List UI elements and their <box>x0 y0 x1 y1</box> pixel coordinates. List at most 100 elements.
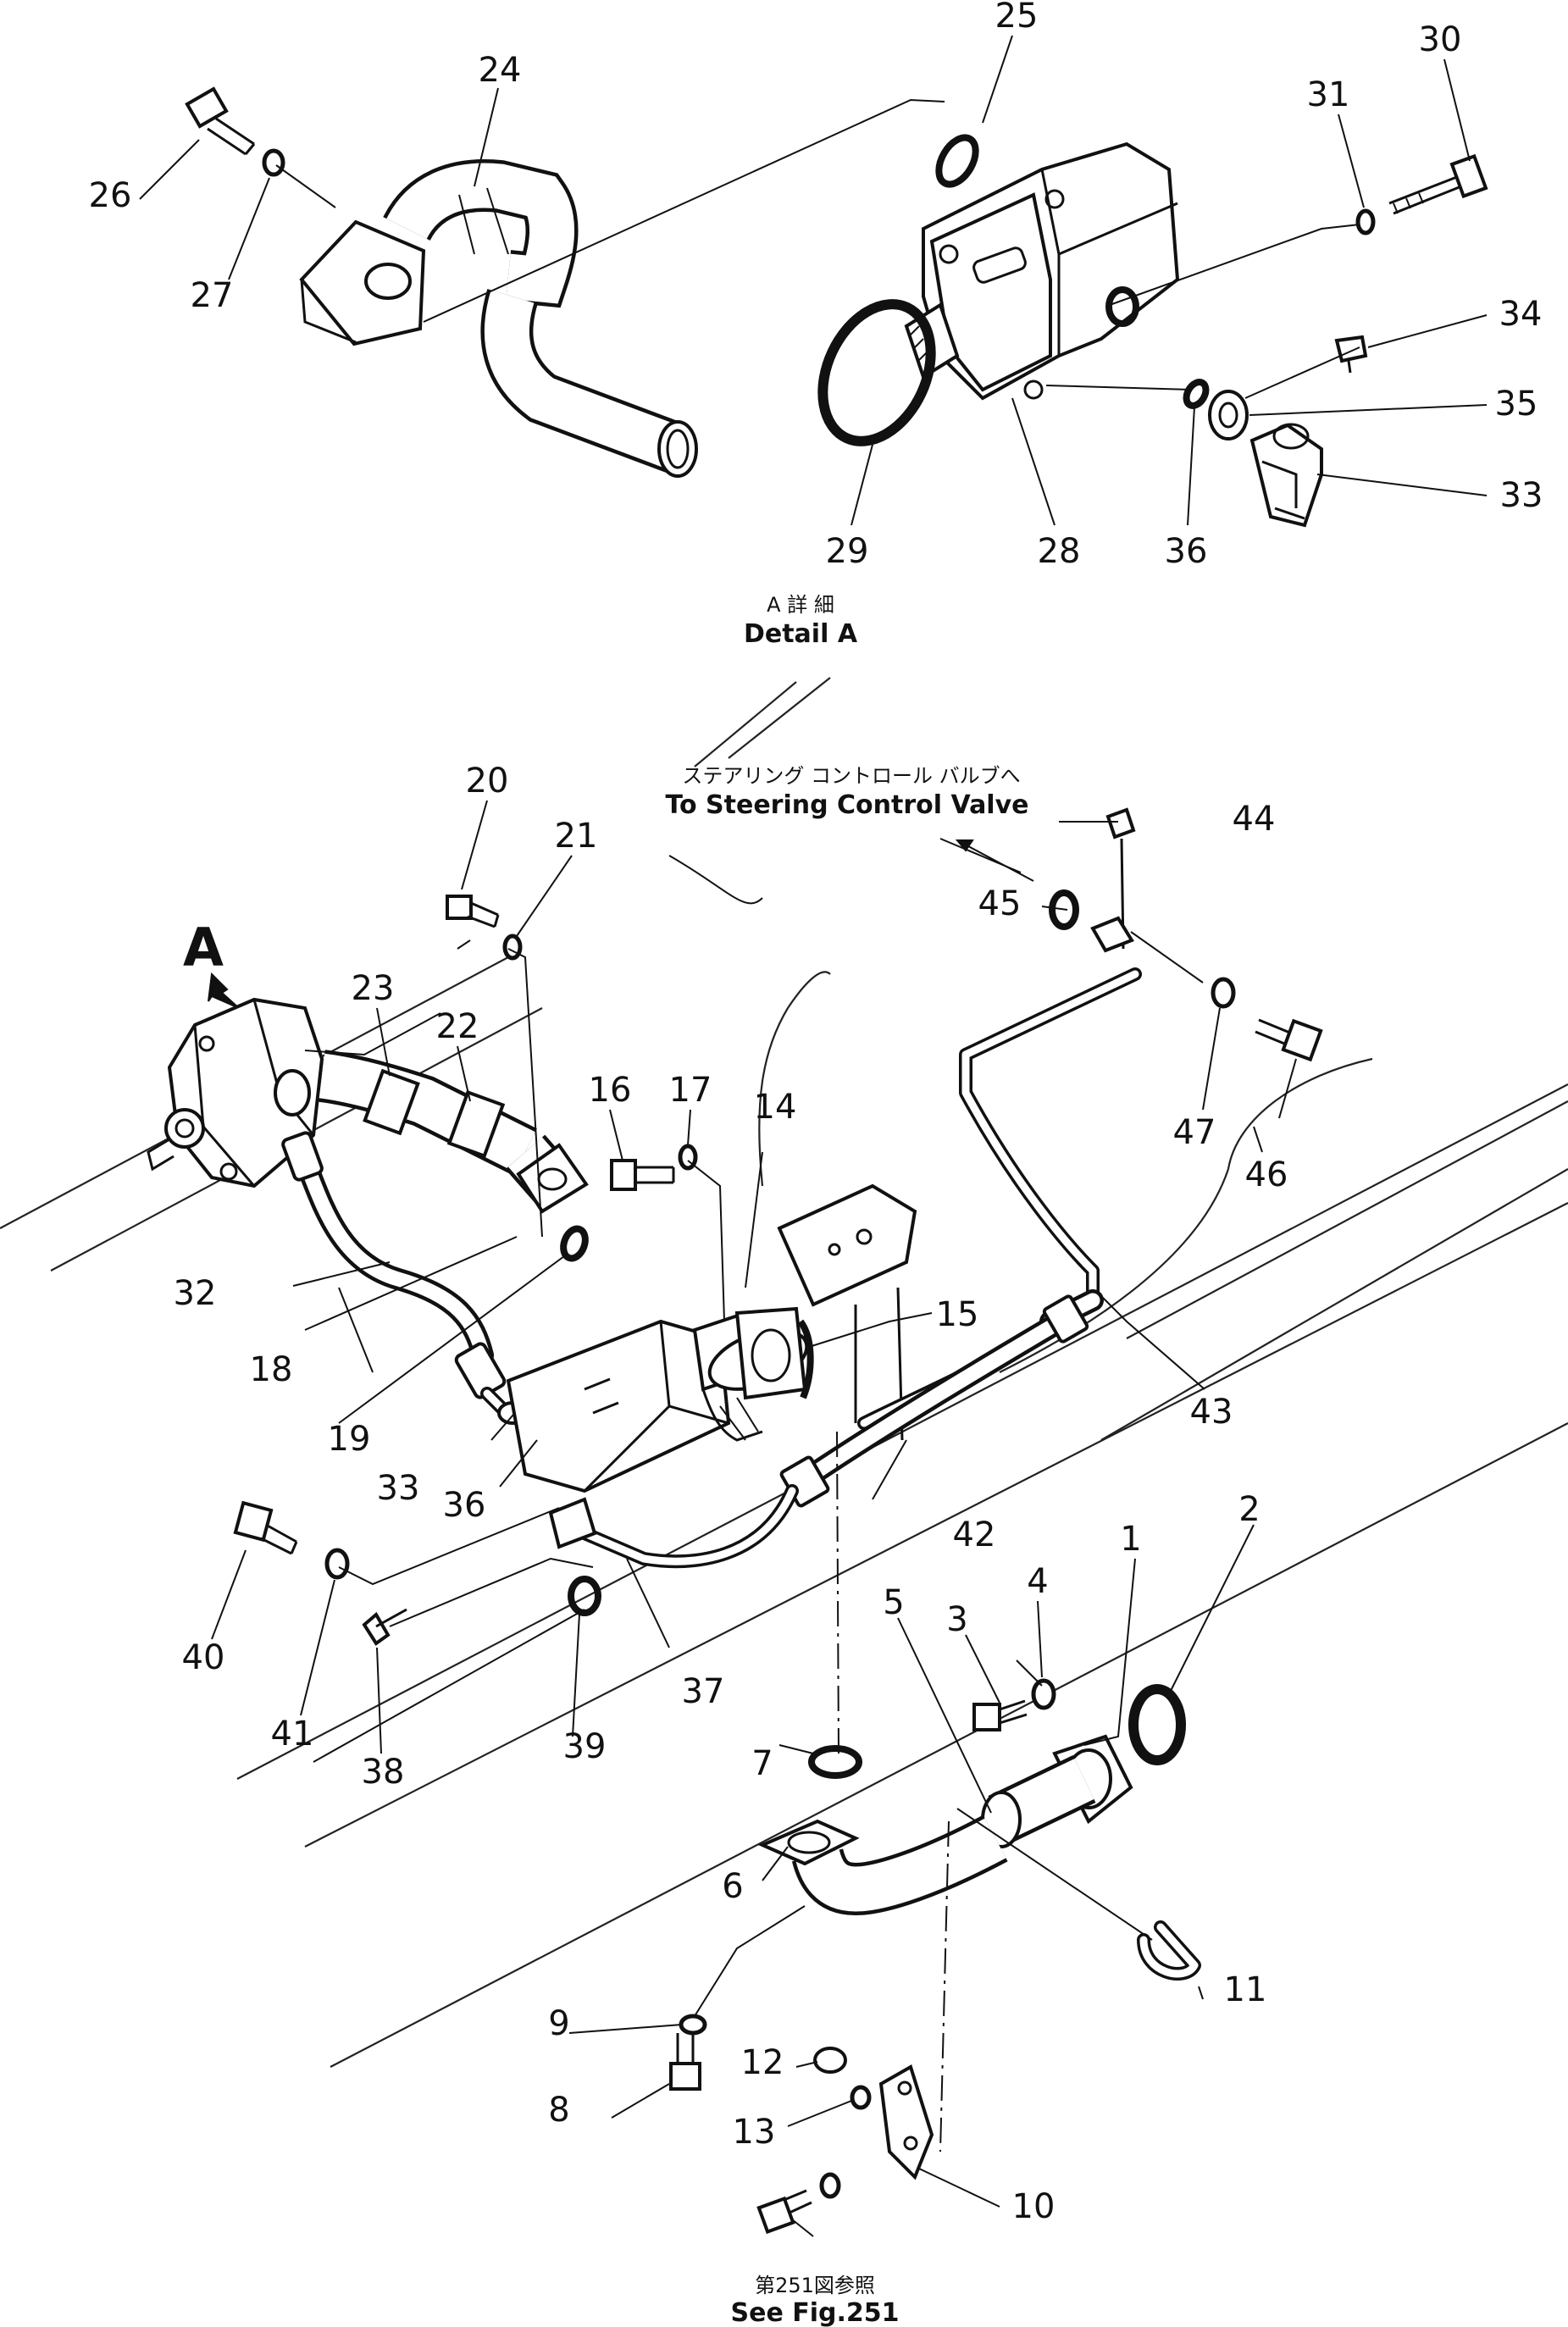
elbow-fitting-33 <box>1249 423 1323 528</box>
bolt-46 <box>1255 1018 1323 1062</box>
label-14: 14 <box>754 1088 797 1127</box>
o-ring-45 <box>1049 889 1079 930</box>
label-38: 38 <box>362 1753 405 1792</box>
plug-38 <box>362 1608 407 1646</box>
washer-9 <box>679 2014 707 2036</box>
reference-jp: 第251図参照 <box>755 2274 875 2297</box>
view-marker-a: A <box>183 917 224 978</box>
label-26: 26 <box>89 176 132 215</box>
label-15: 15 <box>936 1295 979 1334</box>
bolt-8 <box>669 2033 701 2091</box>
detail-caption-en: Detail A <box>744 619 858 649</box>
pressure-hose-32 <box>281 1131 528 1425</box>
bolt-26 <box>185 86 256 156</box>
bolt-3 <box>972 1699 1028 1731</box>
detail-a-view <box>185 86 1488 528</box>
label-12: 12 <box>741 2043 784 2082</box>
destination-en: To Steering Control Valve <box>666 790 1029 820</box>
washer-4 <box>1031 1678 1056 1710</box>
nut-12 <box>813 2047 847 2074</box>
hose-clamp-23 <box>363 1068 420 1136</box>
washer-31 <box>1355 208 1376 235</box>
label-34: 34 <box>1499 295 1543 334</box>
leader-lines <box>292 821 1297 2237</box>
label-45: 45 <box>978 884 1022 923</box>
o-ring-29 <box>817 299 936 446</box>
label-32: 32 <box>174 1274 217 1313</box>
bracket-10 <box>878 2064 934 2180</box>
washer-21 <box>502 934 523 961</box>
label-23: 23 <box>352 969 395 1008</box>
label-3: 3 <box>946 1600 967 1639</box>
label-36-main: 36 <box>443 1486 486 1525</box>
label-5: 5 <box>883 1583 904 1622</box>
pipe-assembly-1-5-6 <box>757 1734 1133 1916</box>
o-ring-39 <box>568 1576 601 1616</box>
reference-en: See Fig.251 <box>730 2298 899 2327</box>
gear-pump-28 <box>904 141 1180 401</box>
label-35: 35 <box>1495 385 1538 424</box>
label-40: 40 <box>182 1638 225 1677</box>
label-4: 4 <box>1027 1562 1048 1601</box>
label-19: 19 <box>328 1420 371 1459</box>
destination-jp: ステアリング コントロール バルブへ <box>682 764 1020 788</box>
nut-35 <box>1208 390 1249 440</box>
washer-41 <box>324 1548 350 1580</box>
label-41: 41 <box>271 1715 314 1754</box>
bolt-30 <box>1388 153 1488 215</box>
hose-clamp-22 <box>446 1089 506 1159</box>
o-ring-15 <box>797 1319 814 1399</box>
label-21: 21 <box>555 817 598 856</box>
valve-housing <box>506 1183 917 1493</box>
view-arrow <box>208 972 240 1009</box>
label-43: 43 <box>1190 1393 1233 1432</box>
detail-caption-jp: A 詳 細 <box>767 593 834 617</box>
bolt-16 <box>610 1159 675 1191</box>
label-7: 7 <box>751 1744 773 1783</box>
label-31: 31 <box>1307 75 1350 114</box>
o-ring-25 <box>935 134 979 188</box>
label-22: 22 <box>436 1007 479 1046</box>
label-6: 6 <box>722 1867 743 1906</box>
label-10: 10 <box>1012 2187 1055 2226</box>
label-18: 18 <box>250 1350 293 1389</box>
label-2: 2 <box>1238 1490 1260 1529</box>
label-9: 9 <box>548 2004 569 2043</box>
o-ring-7 <box>808 1745 862 1779</box>
label-17: 17 <box>669 1071 712 1110</box>
o-ring-19 <box>560 1225 589 1262</box>
label-1: 1 <box>1120 1520 1141 1559</box>
label-46: 46 <box>1245 1155 1288 1194</box>
label-11: 11 <box>1224 1970 1267 2009</box>
label-44: 44 <box>1233 800 1276 839</box>
label-42: 42 <box>953 1515 996 1554</box>
suction-tube <box>318 1050 589 1214</box>
label-47: 47 <box>1173 1113 1216 1152</box>
label-20: 20 <box>466 762 509 801</box>
label-29: 29 <box>826 532 869 571</box>
label-39: 39 <box>563 1727 607 1766</box>
vehicle-frame-lines <box>0 677 1568 2068</box>
hose-42 <box>779 1294 1089 1508</box>
tube-37 <box>548 1484 799 1569</box>
label-25: 25 <box>995 0 1039 36</box>
washer-47 <box>1211 977 1236 1009</box>
o-ring-36-detail <box>1183 379 1210 409</box>
bolt-fig251 <box>756 2189 812 2235</box>
label-30: 30 <box>1419 20 1462 59</box>
detail-a-labels: 25 24 30 31 26 27 34 35 33 29 28 36 A 詳 … <box>89 0 1543 649</box>
label-36-detail: 36 <box>1165 532 1208 571</box>
o-ring-2 <box>1128 1684 1186 1765</box>
label-8: 8 <box>548 2091 569 2130</box>
elbow-pipe-24 <box>299 159 698 478</box>
washer-27 <box>262 148 285 177</box>
flange-18 <box>516 1143 589 1214</box>
label-16: 16 <box>589 1071 632 1110</box>
bolt-40 <box>233 1500 298 1555</box>
flange-fitting-43 <box>1090 916 1134 953</box>
label-33-main: 33 <box>377 1469 420 1508</box>
label-37: 37 <box>682 1672 725 1711</box>
label-24: 24 <box>479 51 522 90</box>
label-13: 13 <box>733 2113 776 2152</box>
